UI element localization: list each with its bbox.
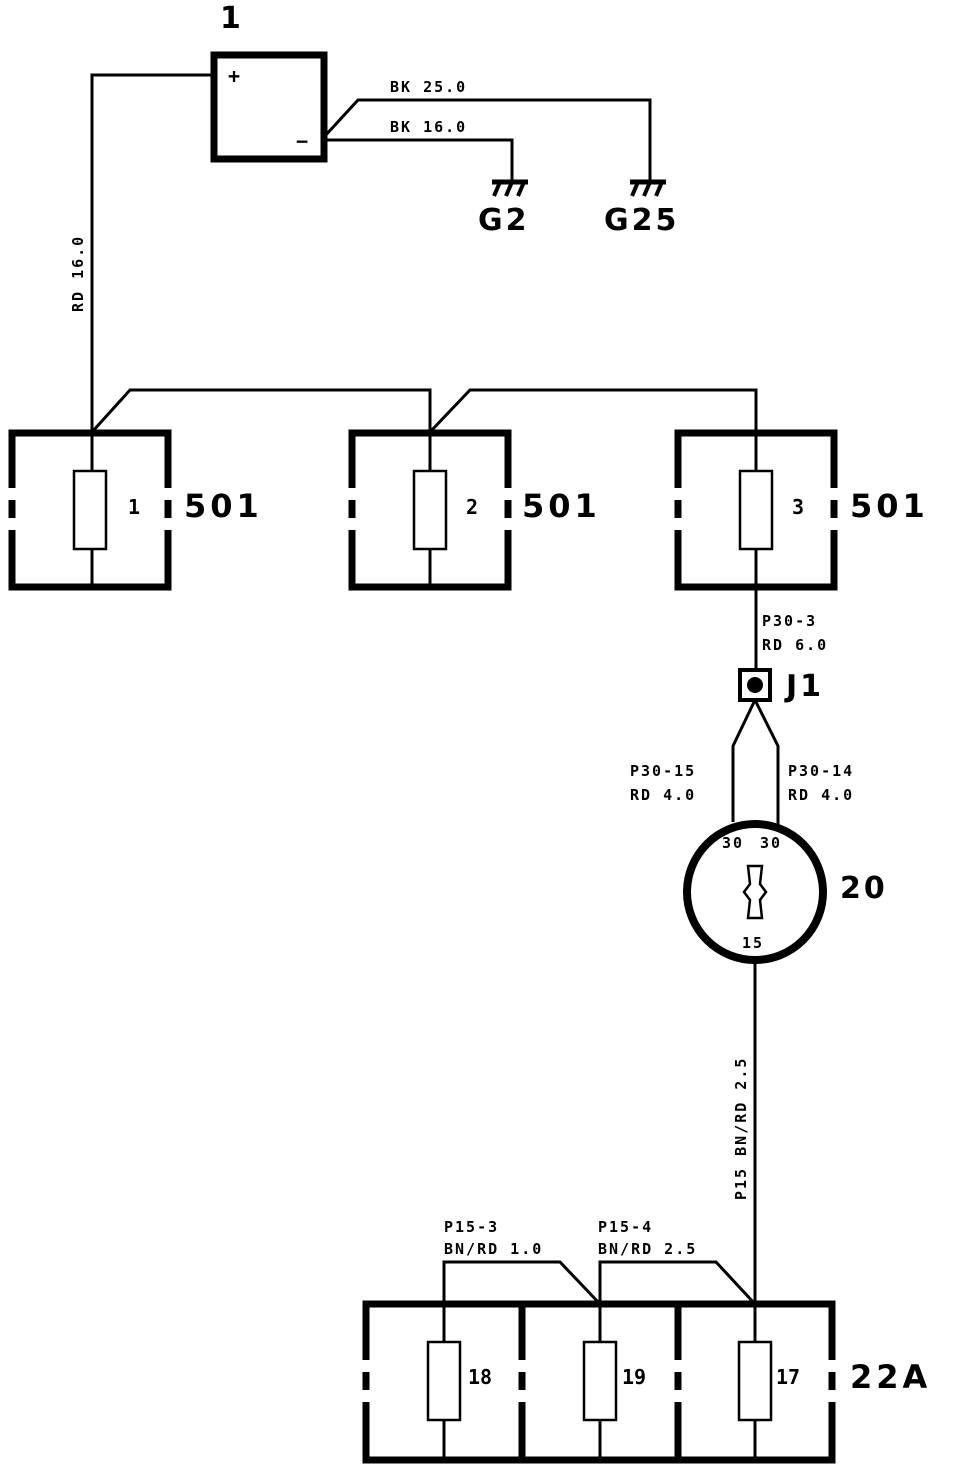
battery-box	[210, 51, 328, 163]
fuse-501-2-number: 2	[466, 495, 478, 519]
fuse-22a-17-number: 17	[776, 1365, 800, 1389]
battery-number: 1	[220, 1, 244, 36]
fuse-22a-18-number: 18	[468, 1365, 492, 1389]
wire-bus-fuse2-fuse3	[428, 388, 758, 434]
fuse-501-2-block: 501	[522, 487, 601, 525]
junction-j1-icon	[738, 668, 772, 702]
wire-p30-14	[753, 699, 780, 828]
ignition-switch	[683, 820, 827, 964]
wire-bus-fuse1-fuse2	[90, 388, 432, 434]
switch-terminal-15: 15	[742, 934, 764, 952]
wire-label-p15-4-id: P15-4	[598, 1218, 653, 1236]
wire-label-p30-14-spec: RD 4.0	[788, 786, 854, 804]
wire-ground-g2	[324, 138, 514, 180]
ground-g25-label: G25	[604, 203, 679, 238]
wire-label-p30-15-id: P30-15	[630, 762, 696, 780]
wire-label-p30-3-spec: RD 6.0	[762, 636, 828, 654]
switch-terminal-30a: 30	[722, 834, 744, 852]
fuse-22a-19-number: 19	[622, 1365, 646, 1389]
battery-minus-terminal: −	[296, 129, 308, 153]
fuse-box-22a-label: 22A	[850, 1358, 931, 1396]
key-slot-icon	[742, 864, 768, 920]
wire-label-battery-positive: RD 16.0	[69, 235, 87, 312]
wire-label-p30-15-spec: RD 4.0	[630, 786, 696, 804]
wire-label-p15-3-spec: BN/RD 1.0	[444, 1240, 543, 1258]
wire-p30-15	[731, 699, 757, 822]
fuse-501-3	[673, 429, 839, 670]
battery-plus-terminal: +	[228, 64, 240, 88]
wire-p15-4	[598, 1260, 757, 1306]
fuse-501-1-block: 501	[184, 487, 263, 525]
fuse-501-1-number: 1	[128, 495, 140, 519]
wire-ground-g25	[322, 98, 652, 180]
wire-label-bk25: BK 25.0	[390, 78, 467, 96]
wire-label-p15-3-id: P15-3	[444, 1218, 499, 1236]
wire-label-bk16: BK 16.0	[390, 118, 467, 136]
ignition-switch-label: 20	[840, 871, 888, 906]
wire-p15-3	[442, 1260, 602, 1306]
fuse-501-3-block: 501	[850, 487, 929, 525]
wire-label-p30-3-id: P30-3	[762, 612, 817, 630]
fuse-box-22a	[361, 1300, 837, 1464]
ground-g2-icon	[492, 179, 528, 197]
wire-label-p15-4-spec: BN/RD 2.5	[598, 1240, 697, 1258]
fuse-501-2	[347, 429, 513, 591]
wire-battery-positive	[90, 73, 214, 430]
ground-g25-icon	[630, 179, 666, 197]
switch-terminal-30b: 30	[760, 834, 782, 852]
ground-g2-label: G2	[478, 203, 530, 238]
wire-label-p15-main: P15 BN/RD 2.5	[732, 1057, 750, 1200]
junction-j1-label: J1	[784, 669, 824, 704]
fuse-501-1	[7, 429, 173, 591]
fuse-501-3-number: 3	[792, 495, 804, 519]
wire-label-p30-14-id: P30-14	[788, 762, 854, 780]
